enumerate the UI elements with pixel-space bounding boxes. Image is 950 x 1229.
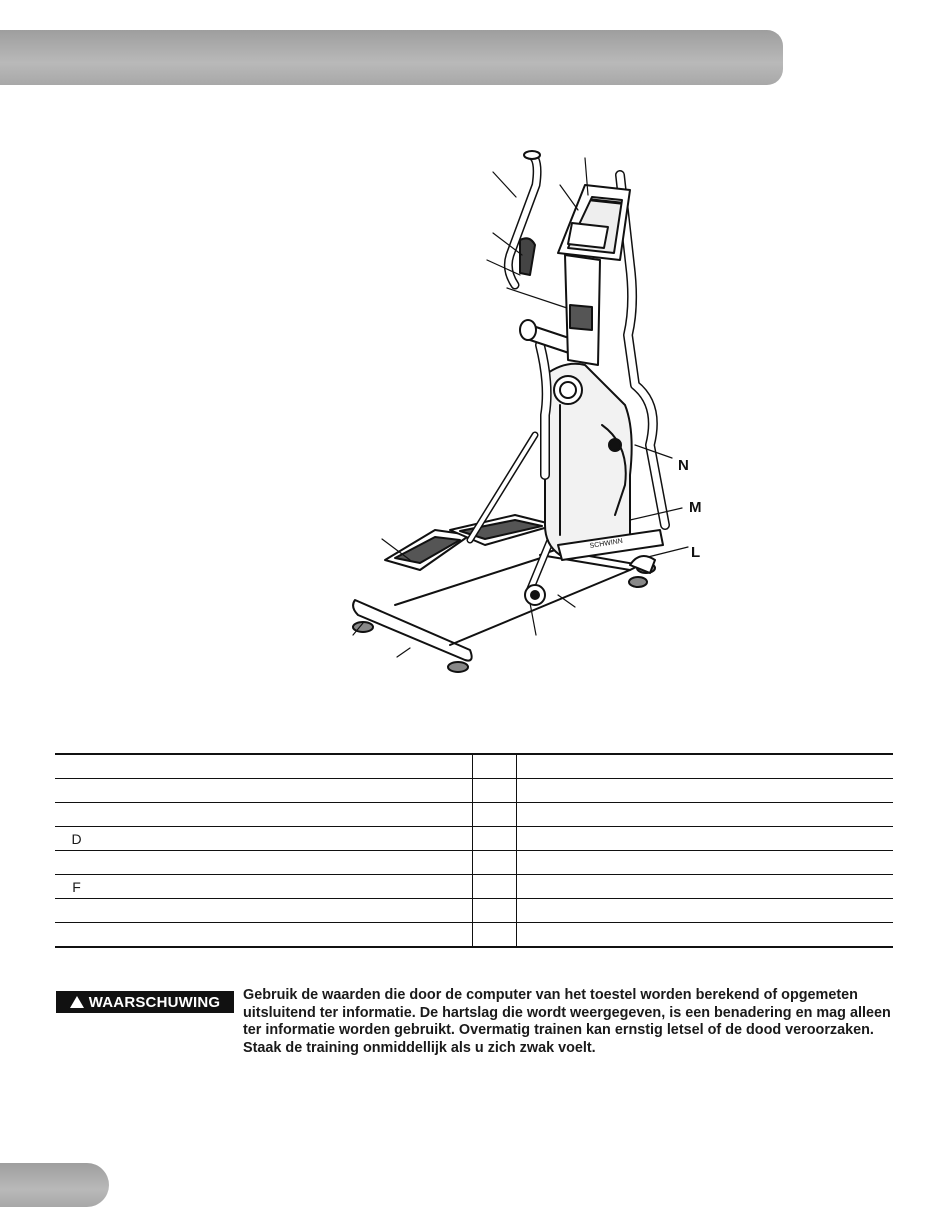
part-key-right — [472, 898, 517, 923]
part-desc-right — [516, 874, 893, 899]
part-key-left — [55, 754, 98, 779]
table-row — [55, 778, 893, 803]
table-row: D — [55, 826, 893, 851]
part-key-right — [472, 922, 517, 947]
table-row — [55, 802, 893, 827]
console — [557, 184, 631, 261]
warning-label: WAARSCHUWING — [88, 993, 221, 1011]
part-desc-left — [98, 826, 473, 851]
part-desc-left — [98, 898, 473, 923]
elliptical-trainer-illustration: SCHWINN — [330, 145, 730, 685]
table-row: F — [55, 874, 893, 899]
part-desc-right — [517, 923, 894, 948]
part-desc-left — [98, 754, 473, 779]
part-desc-right — [516, 898, 893, 923]
part-key-left: D — [55, 826, 98, 851]
part-key-left: F — [55, 874, 98, 899]
part-key-left — [55, 778, 98, 803]
part-key-left — [55, 802, 98, 827]
warning-triangle-icon — [69, 996, 84, 1008]
table-row — [55, 922, 894, 948]
part-key-left — [55, 898, 98, 923]
moving-handlebars — [503, 150, 670, 530]
part-desc-right — [516, 826, 893, 851]
part-key-right — [472, 850, 517, 875]
header-bar — [0, 30, 783, 85]
part-key-right — [472, 778, 517, 803]
part-key-left — [55, 923, 98, 948]
part-key-right — [472, 754, 517, 779]
part-desc-left — [98, 802, 473, 827]
table-row — [55, 850, 893, 875]
pedals — [384, 514, 556, 571]
part-desc-left — [98, 922, 473, 947]
part-desc-left — [98, 778, 473, 803]
part-desc-left — [98, 874, 473, 899]
part-desc-right — [516, 850, 893, 875]
main-housing: SCHWINN — [544, 362, 664, 561]
mast — [564, 254, 601, 366]
flywheel-cover — [601, 424, 627, 516]
table-row — [55, 754, 893, 779]
callout-m: M — [689, 499, 702, 516]
part-desc-right — [516, 778, 893, 803]
part-desc-right — [516, 802, 893, 827]
table-row — [55, 898, 893, 923]
part-key-right — [472, 826, 517, 851]
base-frame — [352, 549, 656, 673]
footer-page-tab — [0, 1163, 109, 1207]
part-key-left — [55, 850, 98, 875]
callout-l: L — [691, 544, 701, 561]
leader-lines — [352, 157, 689, 658]
part-key-right — [472, 874, 517, 899]
part-desc-right — [516, 754, 893, 779]
part-desc-left — [98, 850, 473, 875]
callout-n: N — [678, 457, 689, 474]
warning-text: Gebruik de waarden die door de computer … — [243, 987, 891, 1056]
part-key-right — [472, 802, 517, 827]
warning-badge: WAARSCHUWING — [56, 991, 234, 1013]
